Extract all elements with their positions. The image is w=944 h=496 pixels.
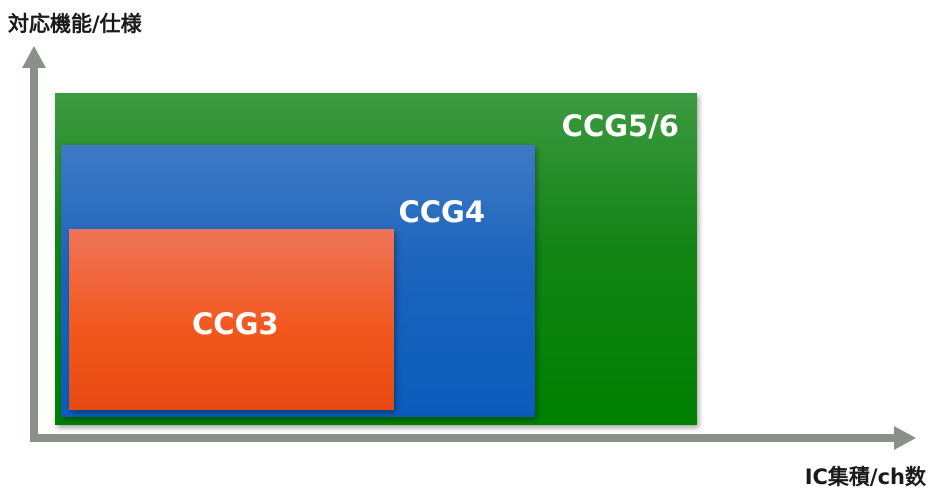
x-axis-arrow-icon (894, 426, 916, 450)
y-axis-line (30, 66, 38, 442)
x-axis-line (30, 434, 896, 442)
ccg3-label: CCG3 (192, 307, 279, 341)
ccg56-label: CCG5/6 (561, 109, 679, 143)
y-axis-label: 対応機能/仕様 (8, 12, 142, 36)
y-axis-arrow-icon (22, 46, 46, 68)
ccg3-box: CCG3 (69, 229, 394, 410)
ccg4-label: CCG4 (398, 195, 485, 229)
x-axis-label: IC集積/ch数 (804, 465, 926, 489)
